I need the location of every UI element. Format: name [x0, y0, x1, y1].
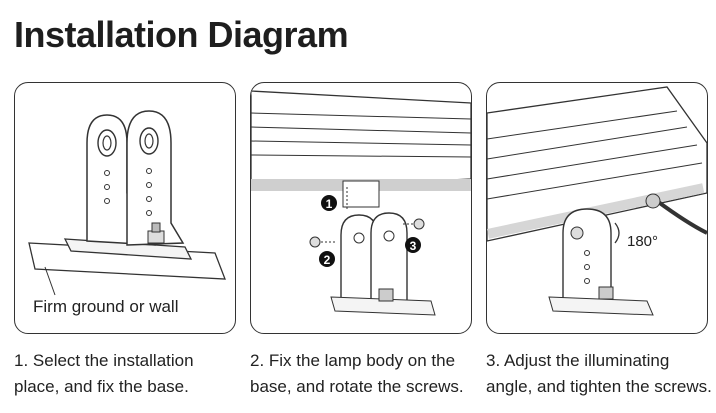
angle-label: 180°	[627, 233, 658, 250]
step-3-illustration	[487, 83, 707, 333]
step-2-line-1: 2. Fix the lamp body on the	[250, 348, 464, 374]
page-title: Installation Diagram	[14, 14, 348, 56]
marker-2: 2	[324, 253, 331, 267]
marker-1: 1	[326, 197, 333, 211]
step-1-panel: Firm ground or wall	[14, 82, 236, 334]
step-3-line-1: 3. Adjust the illuminating	[486, 348, 712, 374]
ground-label: Firm ground or wall	[33, 297, 179, 317]
step-1-caption: 1. Select the installation place, and fi…	[14, 348, 194, 400]
step-2-panel: 1 2 3	[250, 82, 472, 334]
step-3-panel: 180°	[486, 82, 708, 334]
step-2-line-2: base, and rotate the screws.	[250, 374, 464, 400]
marker-3: 3	[410, 239, 417, 253]
step-1-illustration	[15, 83, 235, 333]
step-2-caption: 2. Fix the lamp body on the base, and ro…	[250, 348, 464, 400]
step-1-line-1: 1. Select the installation	[14, 348, 194, 374]
step-1-line-2: place, and fix the base.	[14, 374, 194, 400]
step-3-line-2: angle, and tighten the screws.	[486, 374, 712, 400]
step-2-illustration: 1 2 3	[251, 83, 471, 333]
step-3-caption: 3. Adjust the illuminating angle, and ti…	[486, 348, 712, 400]
